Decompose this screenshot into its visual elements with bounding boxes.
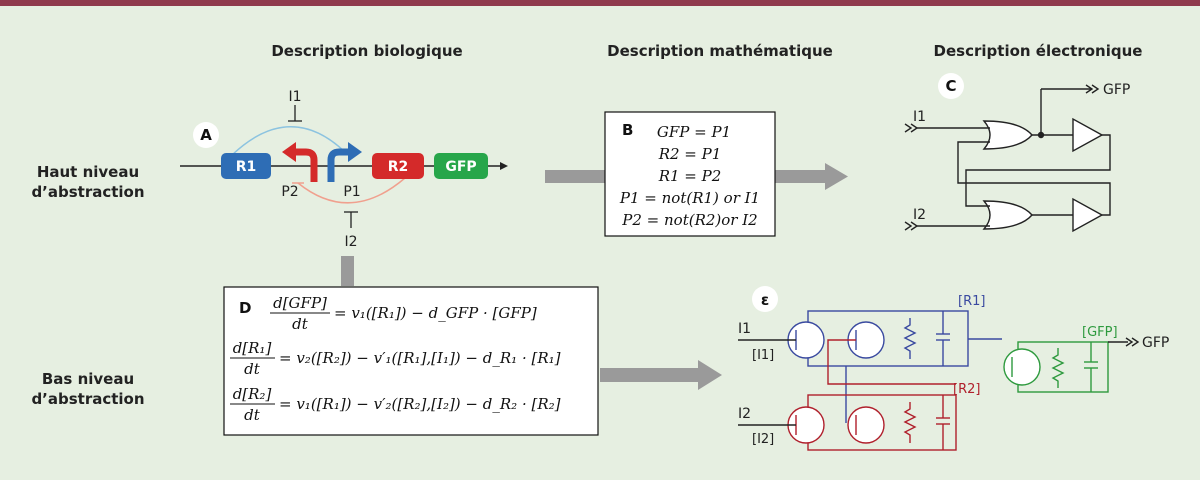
inducer-i2-label: I2	[344, 234, 357, 250]
top-accent-bar	[0, 0, 1200, 6]
panel-d-letter: D	[239, 299, 251, 317]
gene-r1	[221, 153, 271, 179]
arrow-math-to-elec-head	[825, 163, 848, 190]
node-gfp-label: [GFP]	[1082, 325, 1118, 340]
gene-r1-label: R1	[236, 159, 257, 175]
promoter-p1-label: P1	[343, 184, 360, 200]
panel-d-box	[223, 286, 599, 436]
eq2-rhs: = v₂([R₂]) − v′₁([R₁],[I₁]) − d_R₁ · [R₁…	[279, 349, 561, 367]
eq3-rhs: = v₁([R₁]) − v′₂([R₂],[I₂]) − d_R₂ · [R₂…	[279, 395, 561, 413]
e-output-gfp-label: GFP	[1142, 335, 1169, 351]
eq2-denominator: dt	[244, 360, 261, 378]
panel-c-letter: C	[945, 77, 956, 95]
panel-c-badge	[938, 73, 964, 99]
panel-e-badge	[752, 286, 778, 312]
transistor-r2	[847, 406, 885, 444]
e-input-i1-node: [I1]	[752, 348, 774, 363]
e-input-i1-label: I1	[738, 321, 751, 337]
resistor-gfp	[1051, 348, 1065, 388]
input-i1-chevrons	[904, 123, 919, 133]
arrow-a-to-d	[341, 256, 354, 286]
inducer-i1-label: I1	[288, 89, 301, 105]
repression-arc-r1	[231, 126, 346, 156]
or-gate-2	[982, 200, 1033, 230]
output-gfp-label: GFP	[1103, 82, 1130, 98]
panel-b-letter: B	[622, 121, 633, 139]
equation-b-1: GFP = P1	[657, 123, 731, 141]
subcircuit-gfp	[1003, 341, 1109, 393]
subcircuit-r1	[787, 310, 1002, 423]
gene-r2-label: R2	[388, 159, 409, 175]
row-high-line1: Haut niveau	[37, 163, 139, 181]
eq2-numerator: d[R₁]	[233, 339, 272, 357]
equation-b-2: R2 = P1	[658, 145, 722, 163]
eq1-numerator: d[GFP]	[273, 294, 327, 312]
gene-r2	[372, 153, 424, 179]
e-input-i2-node: [I2]	[752, 432, 774, 447]
resistor-r1	[903, 318, 917, 359]
arrow-math-to-elec-shaft	[775, 170, 825, 183]
panel-b: B GFP = P1 R2 = P1 R1 = P2 P1 = not(R1) …	[604, 111, 776, 237]
input-i1-label: I1	[913, 109, 926, 125]
output-e-gfp-chevrons	[1125, 337, 1140, 347]
eq3-denominator: dt	[244, 406, 261, 424]
buffer-2	[1072, 197, 1104, 233]
panel-c: C I1 I2	[904, 73, 1130, 233]
row-low-line1: Bas niveau	[42, 370, 134, 388]
feedback-buf1-to-or2	[965, 134, 1111, 207]
dna-arrowhead	[500, 162, 508, 170]
repression-arc-r2	[297, 177, 406, 204]
eq1-rhs: = v₁([R₁]) − d_GFP · [GFP]	[334, 304, 537, 322]
eq3-numerator: d[R₂]	[233, 385, 272, 403]
wire-r2-to-r1-transistor	[827, 339, 956, 385]
flow-arrows	[341, 163, 848, 390]
row-low-line2: d’abstraction	[31, 390, 144, 408]
input-i2-label: I2	[913, 207, 926, 223]
equation-b-4: P1 = not(R1) or I1	[619, 189, 760, 207]
transistor-gfp	[1003, 348, 1041, 386]
subcircuit-r2	[787, 339, 957, 451]
header-elec: Description électronique	[934, 42, 1143, 60]
equation-b-3: R1 = P2	[658, 167, 722, 185]
input-i2-chevrons	[904, 221, 919, 231]
arrow-d-to-e-head	[698, 360, 722, 390]
resistor-r2	[903, 402, 917, 443]
panel-e-letter: ε	[761, 291, 769, 309]
buffer-1	[1072, 117, 1104, 153]
panel-b-box	[604, 111, 776, 237]
panel-e-io-wires	[738, 337, 1140, 426]
node-r1-label: [R1]	[958, 294, 985, 309]
e-input-i2-label: I2	[738, 406, 751, 422]
panel-a-badge	[193, 122, 219, 148]
output-gfp-chevrons	[1085, 84, 1100, 94]
panel-d: D d[GFP] dt = v₁([R₁]) − d_GFP · [GFP] d…	[223, 286, 599, 436]
or-gate-1	[982, 120, 1033, 150]
panel-e: ε	[738, 286, 1169, 451]
panel-a-letter: A	[200, 126, 212, 144]
row-high-line2: d’abstraction	[31, 183, 144, 201]
equation-b-5: P2 = not(R2)or I2	[621, 211, 757, 229]
r1-rail	[807, 310, 969, 367]
header-math: Description mathématique	[607, 42, 833, 60]
promoter-p1-arrow	[327, 148, 350, 182]
arrow-bio-to-math-shaft	[545, 170, 605, 183]
arrow-d-to-e-shaft	[600, 368, 700, 382]
header-bio: Description biologique	[271, 42, 462, 60]
gene-gfp-label: GFP	[445, 159, 476, 175]
promoter-p1-head	[348, 142, 362, 162]
promoter-p2-head	[282, 142, 296, 162]
eq1-denominator: dt	[292, 315, 309, 333]
gene-gfp	[434, 153, 488, 179]
panel-a: A I1 I2 R1 R2 GFP	[180, 89, 508, 250]
feedback-buf2-to-or1	[957, 141, 1111, 216]
promoter-p2-arrow	[294, 148, 318, 182]
node-r2-label: [R2]	[953, 382, 980, 397]
promoter-p2-label: P2	[281, 184, 298, 200]
